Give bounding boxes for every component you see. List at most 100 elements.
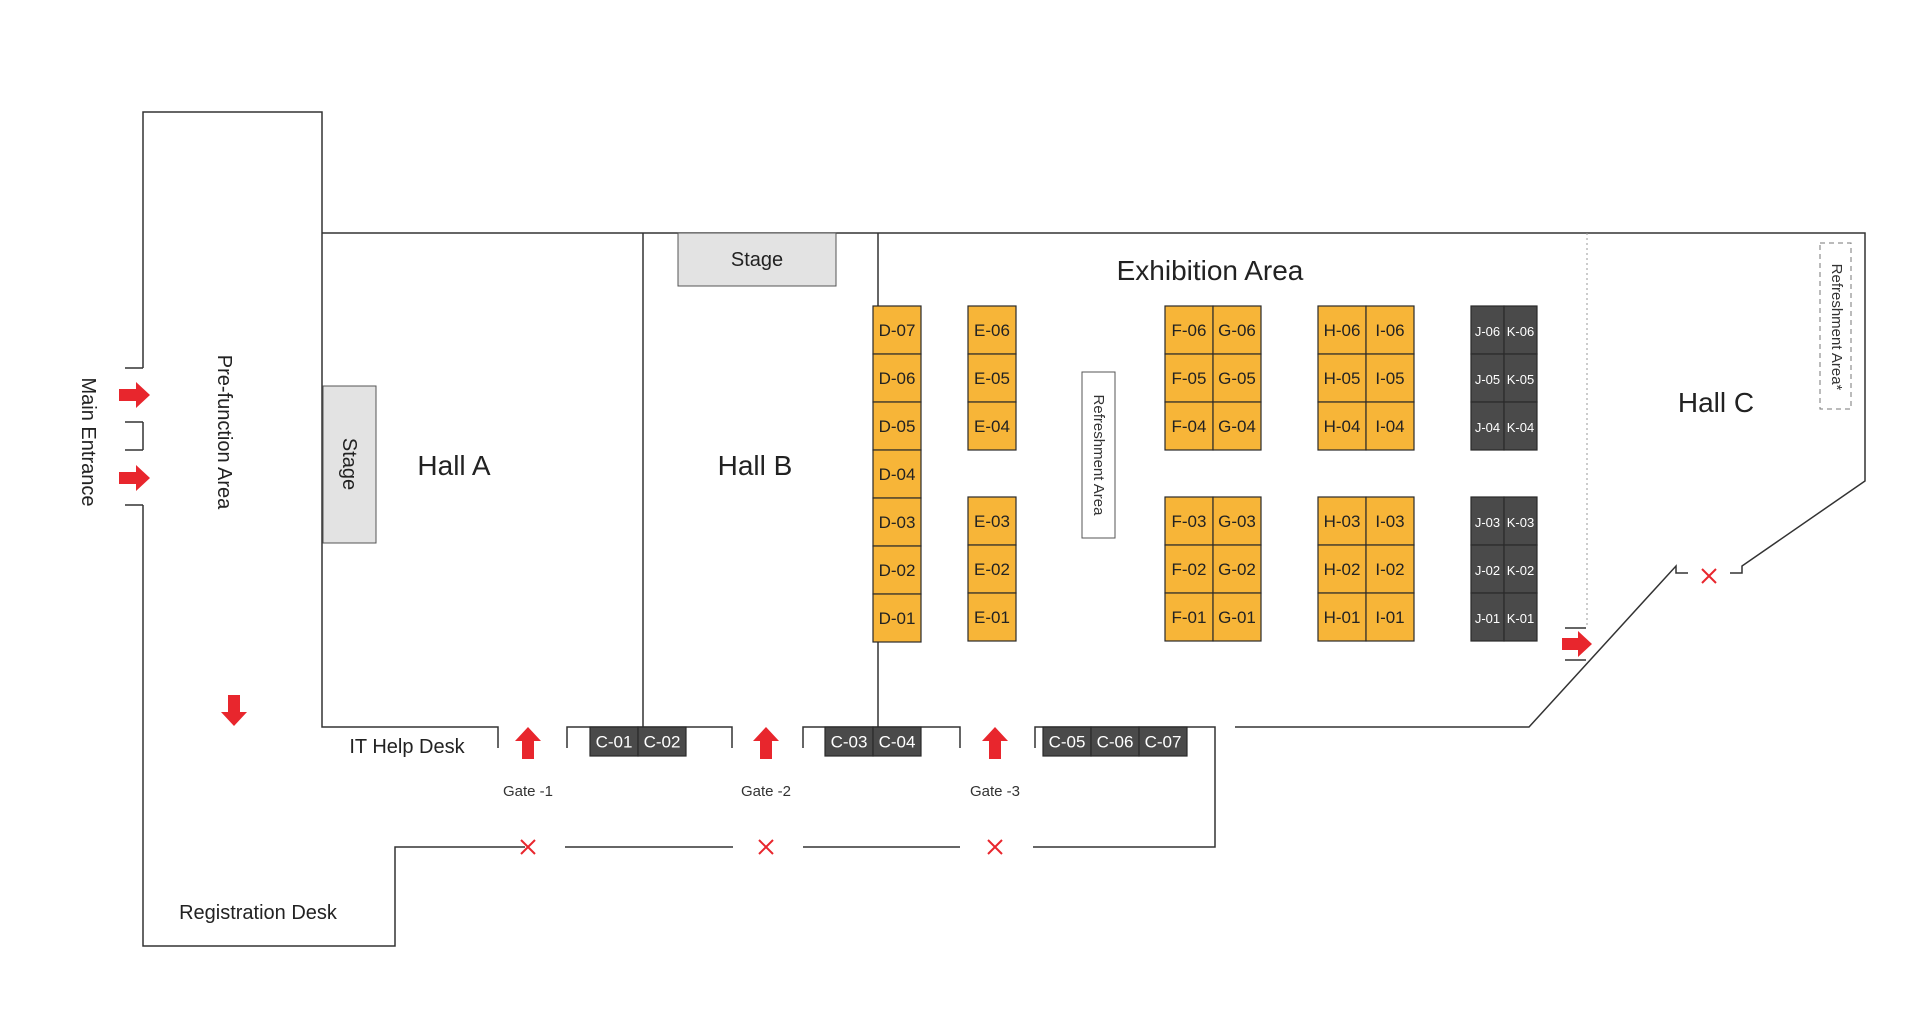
booth-shape[interactable] xyxy=(967,353,1017,403)
booth-shape[interactable] xyxy=(872,449,922,499)
booth-shape[interactable] xyxy=(1212,353,1262,403)
booth-shape[interactable] xyxy=(1365,496,1415,546)
booth-i-06[interactable]: I-06 xyxy=(1365,305,1415,355)
booth-shape[interactable] xyxy=(872,353,922,403)
booth-shape[interactable] xyxy=(1212,401,1262,451)
booth-d-01[interactable]: D-01 xyxy=(872,593,922,643)
booth-k-04[interactable]: K-04 xyxy=(1503,401,1538,451)
booth-shape[interactable] xyxy=(1470,401,1505,451)
booth-j-04[interactable]: J-04 xyxy=(1470,401,1505,451)
booth-g-03[interactable]: G-03 xyxy=(1212,496,1262,546)
booth-shape[interactable] xyxy=(1212,305,1262,355)
booth-shape[interactable] xyxy=(1212,544,1262,594)
booth-shape[interactable] xyxy=(872,305,922,355)
booth-shape[interactable] xyxy=(967,544,1017,594)
booth-c-07[interactable]: C-07 xyxy=(1138,726,1188,757)
booth-shape[interactable] xyxy=(1503,401,1538,451)
booth-i-04[interactable]: I-04 xyxy=(1365,401,1415,451)
booth-shape[interactable] xyxy=(1365,544,1415,594)
booth-k-03[interactable]: K-03 xyxy=(1503,496,1538,546)
booth-shape[interactable] xyxy=(1164,353,1214,403)
booth-shape[interactable] xyxy=(1317,353,1367,403)
booth-shape[interactable] xyxy=(1164,305,1214,355)
booth-i-01[interactable]: I-01 xyxy=(1365,592,1415,642)
booth-c-03[interactable]: C-03 xyxy=(824,726,874,757)
booth-shape[interactable] xyxy=(1503,496,1538,546)
booth-c-01[interactable]: C-01 xyxy=(589,726,639,757)
booth-f-05[interactable]: F-05 xyxy=(1164,353,1214,403)
booth-f-03[interactable]: F-03 xyxy=(1164,496,1214,546)
booth-k-05[interactable]: K-05 xyxy=(1503,353,1538,403)
booth-d-06[interactable]: D-06 xyxy=(872,353,922,403)
booth-h-03[interactable]: H-03 xyxy=(1317,496,1367,546)
booth-f-04[interactable]: F-04 xyxy=(1164,401,1214,451)
booth-j-06[interactable]: J-06 xyxy=(1470,305,1505,355)
booth-shape[interactable] xyxy=(1164,401,1214,451)
booth-c-06[interactable]: C-06 xyxy=(1090,726,1140,757)
booth-shape[interactable] xyxy=(1090,726,1140,757)
booth-d-05[interactable]: D-05 xyxy=(872,401,922,451)
booth-i-02[interactable]: I-02 xyxy=(1365,544,1415,594)
booth-h-04[interactable]: H-04 xyxy=(1317,401,1367,451)
booth-shape[interactable] xyxy=(1503,592,1538,642)
booth-shape[interactable] xyxy=(1470,305,1505,355)
booth-e-05[interactable]: E-05 xyxy=(967,353,1017,403)
booth-shape[interactable] xyxy=(872,497,922,547)
booth-shape[interactable] xyxy=(1503,353,1538,403)
booth-g-01[interactable]: G-01 xyxy=(1212,592,1262,642)
booth-k-02[interactable]: K-02 xyxy=(1503,544,1538,594)
booth-shape[interactable] xyxy=(1470,496,1505,546)
booth-g-02[interactable]: G-02 xyxy=(1212,544,1262,594)
booth-h-05[interactable]: H-05 xyxy=(1317,353,1367,403)
booth-f-01[interactable]: F-01 xyxy=(1164,592,1214,642)
booth-h-02[interactable]: H-02 xyxy=(1317,544,1367,594)
booth-d-03[interactable]: D-03 xyxy=(872,497,922,547)
booth-j-03[interactable]: J-03 xyxy=(1470,496,1505,546)
booth-shape[interactable] xyxy=(1365,592,1415,642)
booth-j-01[interactable]: J-01 xyxy=(1470,592,1505,642)
booth-f-02[interactable]: F-02 xyxy=(1164,544,1214,594)
booth-shape[interactable] xyxy=(824,726,874,757)
booth-c-04[interactable]: C-04 xyxy=(872,726,922,757)
booth-shape[interactable] xyxy=(1212,592,1262,642)
booth-g-06[interactable]: G-06 xyxy=(1212,305,1262,355)
booth-k-01[interactable]: K-01 xyxy=(1503,592,1538,642)
booth-shape[interactable] xyxy=(1212,496,1262,546)
booth-shape[interactable] xyxy=(637,726,687,757)
booth-d-02[interactable]: D-02 xyxy=(872,545,922,595)
booth-shape[interactable] xyxy=(1365,353,1415,403)
booth-e-04[interactable]: E-04 xyxy=(967,401,1017,451)
booth-e-03[interactable]: E-03 xyxy=(967,496,1017,546)
booth-h-06[interactable]: H-06 xyxy=(1317,305,1367,355)
booth-c-05[interactable]: C-05 xyxy=(1042,726,1092,757)
booth-e-02[interactable]: E-02 xyxy=(967,544,1017,594)
booth-g-04[interactable]: G-04 xyxy=(1212,401,1262,451)
booth-shape[interactable] xyxy=(967,305,1017,355)
booth-i-03[interactable]: I-03 xyxy=(1365,496,1415,546)
booth-k-06[interactable]: K-06 xyxy=(1503,305,1538,355)
booth-shape[interactable] xyxy=(1503,544,1538,594)
booth-c-02[interactable]: C-02 xyxy=(637,726,687,757)
booth-d-04[interactable]: D-04 xyxy=(872,449,922,499)
booth-f-06[interactable]: F-06 xyxy=(1164,305,1214,355)
booth-shape[interactable] xyxy=(1503,305,1538,355)
booth-d-07[interactable]: D-07 xyxy=(872,305,922,355)
booth-j-05[interactable]: J-05 xyxy=(1470,353,1505,403)
booth-e-01[interactable]: E-01 xyxy=(967,592,1017,642)
booth-shape[interactable] xyxy=(872,545,922,595)
booth-h-01[interactable]: H-01 xyxy=(1317,592,1367,642)
booth-e-06[interactable]: E-06 xyxy=(967,305,1017,355)
booth-label: I-03 xyxy=(1375,512,1404,531)
booth-shape[interactable] xyxy=(967,401,1017,451)
booth-shape[interactable] xyxy=(872,593,922,643)
booth-i-05[interactable]: I-05 xyxy=(1365,353,1415,403)
booth-shape[interactable] xyxy=(1365,401,1415,451)
booth-shape[interactable] xyxy=(872,726,922,757)
booth-shape[interactable] xyxy=(1317,592,1367,642)
booth-shape[interactable] xyxy=(967,592,1017,642)
booth-shape[interactable] xyxy=(1317,401,1367,451)
booth-shape[interactable] xyxy=(1138,726,1188,757)
booth-j-02[interactable]: J-02 xyxy=(1470,544,1505,594)
booth-g-05[interactable]: G-05 xyxy=(1212,353,1262,403)
booth-shape[interactable] xyxy=(589,726,639,757)
